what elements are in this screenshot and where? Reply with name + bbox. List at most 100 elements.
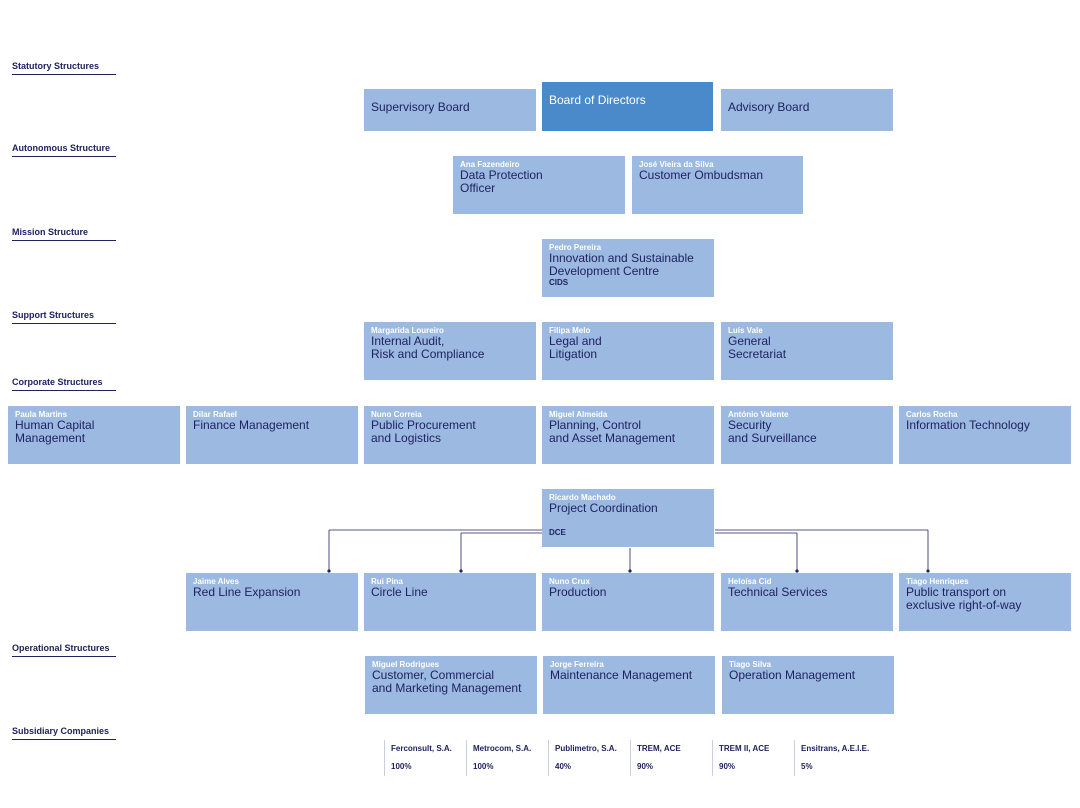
box-circle-line[interactable]: Rui Pina Circle Line	[364, 573, 536, 631]
box-person-name: Jaime Alves	[193, 577, 239, 586]
box-person-name: Tiago Henriques	[906, 577, 969, 586]
box-title: Legal and Litigation	[549, 334, 602, 361]
box-title: Data Protection Officer	[460, 168, 543, 195]
box-production[interactable]: Nuno Crux Production	[542, 573, 714, 631]
subsidiary-trem-ii[interactable]: TREM II, ACE 90%	[712, 740, 792, 776]
box-person-name: Carlos Rocha	[906, 410, 958, 419]
section-label-support: Support Structures	[12, 310, 116, 324]
box-customer-commercial[interactable]: Miguel Rodrigues Customer, Commercial an…	[365, 656, 537, 714]
subsidiary-publimetro[interactable]: Publimetro, S.A. 40%	[548, 740, 628, 776]
box-title: Innovation and Sustainable Development C…	[549, 251, 694, 278]
connector-dot	[327, 569, 331, 573]
subsidiary-name: Publimetro, S.A.	[555, 744, 617, 753]
box-person-name: Jorge Ferreira	[550, 660, 604, 669]
box-person-name: Filipa Melo	[549, 326, 591, 335]
box-title: Technical Services	[728, 585, 828, 599]
subsidiary-percentage: 5%	[801, 762, 813, 771]
subsidiary-ferconsult[interactable]: Ferconsult, S.A. 100%	[384, 740, 464, 776]
box-title: Public transport on exclusive right-of-w…	[906, 585, 1022, 612]
box-internal-audit[interactable]: Margarida Loureiro Internal Audit, Risk …	[364, 322, 536, 380]
box-person-name: José Vieira da Silva	[639, 160, 714, 169]
subsidiary-name: Ensitrans, A.E.I.E.	[801, 744, 870, 753]
box-person-name: Heloísa Cid	[728, 577, 772, 586]
box-finance-management[interactable]: Dilar Rafael Finance Management	[186, 406, 358, 464]
subsidiary-name: TREM, ACE	[637, 744, 681, 753]
box-maintenance-management[interactable]: Jorge Ferreira Maintenance Management	[543, 656, 715, 714]
box-title: Red Line Expansion	[193, 585, 301, 599]
box-public-procurement[interactable]: Nuno Correia Public Procurement and Logi…	[364, 406, 536, 464]
box-title: Finance Management	[193, 418, 310, 432]
subsidiary-trem[interactable]: TREM, ACE 90%	[630, 740, 710, 776]
box-title: Maintenance Management	[550, 668, 693, 682]
box-person-name: Miguel Rodrigues	[372, 660, 440, 669]
connector-dot	[926, 569, 930, 573]
box-person-name: Paula Martins	[15, 410, 68, 419]
box-title: Information Technology	[906, 418, 1030, 432]
box-abbreviation: DCE	[549, 527, 566, 537]
box-person-name: Ricardo Machado	[549, 493, 616, 502]
box-title: Public Procurement and Logistics	[371, 418, 476, 445]
box-board-of-directors[interactable]: Board of Directors	[542, 82, 713, 131]
box-person-name: Nuno Correia	[371, 410, 422, 419]
section-label-operational: Operational Structures	[12, 643, 116, 657]
connector-dot	[628, 569, 632, 573]
box-planning-control[interactable]: Miguel Almeida Planning, Control and Ass…	[542, 406, 714, 464]
section-label-autonomous: Autonomous Structure	[12, 143, 116, 157]
box-person-name: Dilar Rafael	[193, 410, 238, 419]
box-person-name: Ana Fazendeiro	[460, 160, 520, 169]
subsidiary-name: TREM II, ACE	[719, 744, 770, 753]
box-public-transport[interactable]: Tiago Henriques Public transport on excl…	[899, 573, 1071, 631]
box-title: Internal Audit, Risk and Compliance	[371, 334, 485, 361]
subsidiary-percentage: 100%	[391, 762, 412, 771]
box-information-technology[interactable]: Carlos Rocha Information Technology	[899, 406, 1071, 464]
box-customer-ombudsman[interactable]: José Vieira da Silva Customer Ombudsman	[632, 156, 803, 214]
box-title: Operation Management	[729, 668, 856, 682]
box-advisory-board[interactable]: Advisory Board	[721, 89, 893, 131]
connector-dot	[459, 569, 463, 573]
box-person-name: Pedro Pereira	[549, 243, 602, 252]
box-general-secretariat[interactable]: Luís Vale General Secretariat	[721, 322, 893, 380]
box-data-protection-officer[interactable]: Ana Fazendeiro Data Protection Officer	[453, 156, 625, 214]
subsidiary-percentage: 40%	[555, 762, 572, 771]
box-technical-services[interactable]: Heloísa Cid Technical Services	[721, 573, 893, 631]
subsidiary-ensitrans[interactable]: Ensitrans, A.E.I.E. 5%	[794, 740, 874, 776]
subsidiary-percentage: 100%	[473, 762, 494, 771]
box-red-line-expansion[interactable]: Jaime Alves Red Line Expansion	[186, 573, 358, 631]
box-title: Project Coordination	[549, 501, 658, 515]
box-person-name: Margarida Loureiro	[371, 326, 444, 335]
box-title: Advisory Board	[728, 100, 810, 114]
box-title: Customer, Commercial and Marketing Manag…	[372, 668, 522, 695]
box-human-capital[interactable]: Paula Martins Human Capital Management	[8, 406, 180, 464]
subsidiary-percentage: 90%	[637, 762, 654, 771]
box-person-name: Miguel Almeida	[549, 410, 608, 419]
box-title: Security and Surveillance	[728, 418, 817, 445]
subsidiary-name: Metrocom, S.A.	[473, 744, 532, 753]
box-project-coordination[interactable]: Ricardo Machado Project Coordination DCE	[542, 489, 714, 547]
section-label-statutory: Statutory Structures	[12, 61, 116, 75]
box-title: Customer Ombudsman	[639, 168, 764, 182]
box-person-name: Luís Vale	[728, 326, 763, 335]
box-person-name: Rui Pina	[371, 577, 404, 586]
box-title: Planning, Control and Asset Management	[549, 418, 676, 445]
box-title: Production	[549, 585, 607, 599]
box-title: Circle Line	[371, 585, 428, 599]
box-title: Board of Directors	[549, 93, 646, 107]
box-person-name: António Valente	[728, 410, 789, 419]
box-title: Human Capital Management	[15, 418, 95, 445]
box-security-surveillance[interactable]: António Valente Security and Surveillanc…	[721, 406, 893, 464]
section-label-mission: Mission Structure	[12, 227, 116, 241]
section-label-corporate: Corporate Structures	[12, 377, 116, 391]
box-legal-litigation[interactable]: Filipa Melo Legal and Litigation	[542, 322, 714, 380]
box-operation-management[interactable]: Tiago Silva Operation Management	[722, 656, 894, 714]
connector-dot	[795, 569, 799, 573]
box-innovation-centre[interactable]: Pedro Pereira Innovation and Sustainable…	[542, 239, 714, 297]
subsidiary-metrocom[interactable]: Metrocom, S.A. 100%	[466, 740, 546, 776]
subsidiary-name: Ferconsult, S.A.	[391, 744, 452, 753]
box-title: Supervisory Board	[371, 100, 470, 114]
box-supervisory-board[interactable]: Supervisory Board	[364, 89, 536, 131]
box-title: General Secretariat	[728, 334, 787, 361]
subsidiary-percentage: 90%	[719, 762, 736, 771]
box-abbreviation: CIDS	[549, 278, 569, 287]
section-label-subsidiary: Subsidiary Companies	[12, 726, 116, 740]
